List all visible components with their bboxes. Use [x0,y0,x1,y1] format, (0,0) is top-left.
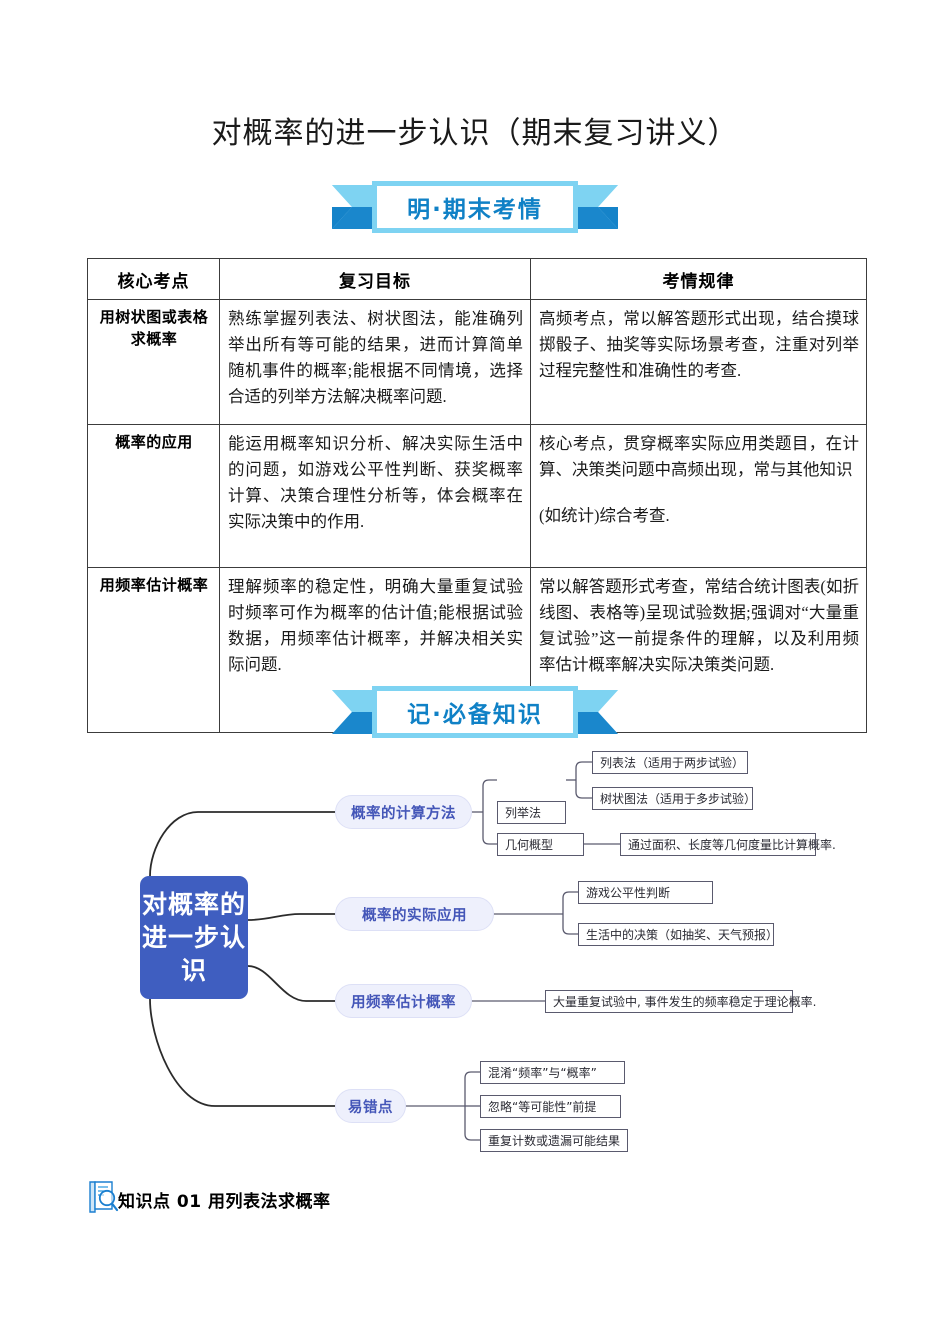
mindmap-leaf-tree-method: 树状图法（适用于多步试验） [592,787,756,810]
column-header-exam-pattern: 考情规律 [530,258,867,300]
banner-essential-knowledge: 记·必备知识 [0,686,950,738]
mindmap-leaf-confuse-frequency-probability: 混淆“频率”与“概率” [480,1061,625,1084]
cell-review-goal: 熟练掌握列表法、树状图法，能准确列举出所有等可能的结果，进而计算简单随机事件的概… [219,299,531,425]
pattern-paragraph: 高频考点，常以解答题形式出现，结合摸球掷骰子、抽奖等实际场景考查，注重对列举过程… [539,309,859,380]
mindmap-branch-practical-application: 概率的实际应用 [335,897,494,931]
mindmap-leaf-double-count-or-omit: 重复计数或遗漏可能结果 [480,1129,628,1152]
table-header-row: 核心考点 复习目标 考情规律 [87,258,867,300]
table-row: 用树状图或表格求概率 熟练掌握列表法、树状图法，能准确列举出所有等可能的结果，进… [87,299,867,425]
page-title: 对概率的进一步认识（期末复习讲义） [211,117,739,150]
column-header-core-point: 核心考点 [87,258,220,300]
mindmap: 对概率的进一步认识 概率的计算方法 列举法 列表法（适用于两步试验） 树状图法（… [0,748,950,1168]
ribbon-center-plate-icon [372,181,578,233]
mindmap-leaf-table-method: 列表法（适用于两步试验） [592,751,748,774]
mindmap-branch-calculation-methods: 概率的计算方法 [335,795,472,829]
table-row: 概率的应用 能运用概率知识分析、解决实际生活中的问题，如游戏公平性判断、获奖概率… [87,424,867,568]
goal-paragraph: 理解频率的稳定性，明确大量重复试验时频率可作为概率的估计值;能根据试验数据，用频… [228,577,523,674]
pattern-paragraph: 常以解答题形式考查，常结合统计图表(如折线图、表格等)呈现试验数据;强调对“大量… [539,577,859,674]
mindmap-leaf-geometric-measure: 通过面积、长度等几何度量比计算概率. [620,833,836,856]
cell-exam-pattern: 核心考点，贯穿概率实际应用类题目，在计算、决策类问题中高频出现，常与其他知识 (… [530,424,867,568]
mindmap-node-geometric-model: 几何概型 [497,833,584,856]
mindmap-leaf-life-decisions: 生活中的决策（如抽奖、天气预报） [578,923,778,946]
knowledge-point-title: 知识点 01 用列表法求概率 [118,1192,331,1212]
review-objectives-table: 核心考点 复习目标 考情规律 用树状图或表格求概率 熟练掌握列表法、树状图法，能… [87,258,867,733]
goal-paragraph: 熟练掌握列表法、树状图法，能准确列举出所有等可能的结果，进而计算简单随机事件的概… [228,309,523,406]
mindmap-leaf-ignore-equal-likelihood: 忽略“等可能性”前提 [480,1095,621,1118]
knowledge-point-heading: 知识点 01 用列表法求概率 [86,1177,331,1215]
mindmap-leaf-frequency-stability: 大量重复试验中, 事件发生的频率稳定于理论概率. [545,990,816,1013]
cell-exam-pattern: 高频考点，常以解答题形式出现，结合摸球掷骰子、抽奖等实际场景考查，注重对列举过程… [530,299,867,425]
ribbon-center-plate-icon [372,686,578,738]
goal-paragraph: 能运用概率知识分析、解决实际生活中的问题，如游戏公平性判断、获奖概率计算、决策合… [228,434,523,531]
cell-core-point: 概率的应用 [87,424,220,568]
cell-review-goal: 能运用概率知识分析、解决实际生活中的问题，如游戏公平性判断、获奖概率计算、决策合… [219,424,531,568]
pattern-paragraph: 核心考点，贯穿概率实际应用类题目，在计算、决策类问题中高频出现，常与其他知识 [539,434,859,479]
mindmap-branch-frequency-estimate: 用频率估计概率 [335,984,472,1018]
banner-label: 记·必备知识 [407,702,543,728]
book-magnifier-icon [86,1179,120,1215]
mindmap-leaf-game-fairness: 游戏公平性判断 [578,881,713,904]
mindmap-node-enumeration: 列举法 [497,801,566,824]
column-header-review-goal: 复习目标 [219,258,531,300]
mindmap-connectors [149,761,620,1141]
pattern-paragraph: (如统计)综合考查. [539,506,670,525]
mindmap-branch-common-mistakes: 易错点 [335,1089,406,1123]
cell-core-point: 用频率估计概率 [87,567,220,733]
banner-exam-overview: 明·期末考情 [0,181,950,233]
banner-label: 明·期末考情 [407,197,543,223]
cell-core-point: 用树状图或表格求概率 [87,299,220,425]
mindmap-root-node: 对概率的进一步认识 [140,876,248,999]
